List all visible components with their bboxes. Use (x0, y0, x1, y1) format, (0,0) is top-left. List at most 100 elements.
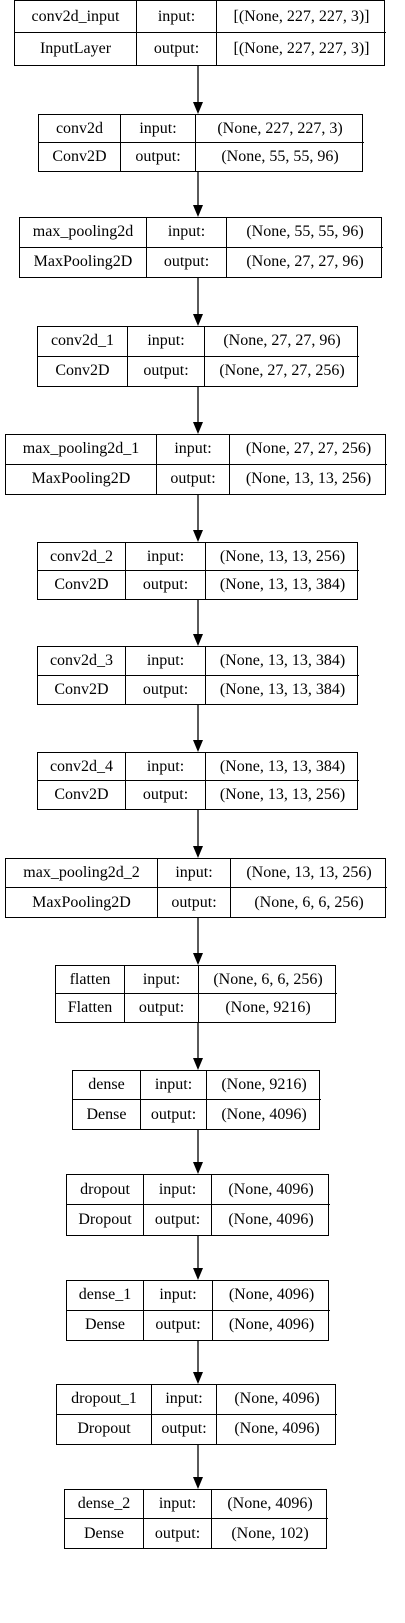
output-label: output: (141, 1100, 207, 1129)
output-shape: (None, 102) (231, 1524, 309, 1542)
arrowhead-5 (193, 634, 203, 646)
arrowhead-11 (193, 1268, 203, 1280)
input-label: input: (144, 1281, 213, 1311)
layer-type: Conv2D (38, 781, 126, 809)
input-shape: (None, 13, 13, 256) (231, 859, 387, 888)
output-label: output: (147, 247, 227, 277)
layer-type: InputLayer (15, 33, 137, 65)
layer-name: conv2d (39, 115, 121, 143)
layer-name: dense_2 (65, 1490, 144, 1519)
output-label: output: (137, 33, 217, 65)
input-label: input: (125, 966, 199, 994)
input-shape: (None, 13, 13, 384) (206, 753, 359, 781)
arrowhead-8 (193, 953, 203, 965)
layer-name: dense (73, 1071, 141, 1100)
layer-type: MaxPooling2D (6, 888, 158, 917)
input-shape: (None, 27, 27, 256) (230, 435, 387, 465)
layer-name: flatten (56, 966, 125, 994)
output-shape: [(None, 227, 227, 3)] (233, 40, 370, 57)
input-label: input: (147, 218, 227, 248)
layer-type: MaxPooling2D (20, 247, 147, 277)
layer-name: max_pooling2d (20, 218, 147, 248)
layer-name: max_pooling2d_1 (6, 435, 157, 465)
input-shape: (None, 13, 13, 384) (206, 647, 359, 676)
output-shape: (None, 27, 27, 96) (246, 253, 364, 271)
output-label: output: (126, 781, 206, 809)
arrowhead-3 (193, 422, 203, 434)
output-label: output: (126, 675, 206, 704)
input-label: input: (121, 115, 196, 143)
input-shape: (None, 55, 55, 96) (227, 218, 383, 248)
layer-type: Dropout (67, 1205, 144, 1235)
layer-type: Conv2D (38, 356, 128, 386)
input-label: input: (141, 1071, 207, 1100)
input-shape: (None, 4096) (212, 1490, 328, 1519)
input-label: input: (126, 543, 206, 571)
arrowhead-0 (193, 102, 203, 114)
layer-type: MaxPooling2D (6, 464, 157, 494)
output-label: output: (128, 356, 205, 386)
layer-name: conv2d_input (15, 1, 137, 33)
output-shape: (None, 13, 13, 256) (219, 786, 346, 803)
layer-name: conv2d_3 (38, 647, 126, 676)
output-label: output: (152, 1414, 217, 1444)
layer-type: Conv2D (38, 571, 126, 599)
arrowhead-13 (193, 1477, 203, 1489)
output-shape: (None, 9216) (225, 999, 311, 1016)
output-label: output: (144, 1519, 212, 1548)
layer-name: max_pooling2d_2 (6, 859, 158, 888)
input-label: input: (144, 1490, 212, 1519)
input-shape: (None, 227, 227, 3) (196, 115, 364, 143)
output-label: output: (121, 143, 196, 171)
layer-name: conv2d_1 (38, 327, 128, 357)
layer-type: Dropout (57, 1414, 152, 1444)
input-label: input: (126, 647, 206, 676)
input-label: input: (126, 753, 206, 781)
layer-name: conv2d_2 (38, 543, 126, 571)
output-shape: (None, 27, 27, 256) (219, 362, 345, 380)
layer-type: Dense (73, 1100, 141, 1129)
input-label: input: (137, 1, 217, 33)
output-shape: (None, 4096) (221, 1105, 307, 1123)
arrowhead-1 (193, 205, 203, 217)
output-label: output: (144, 1310, 213, 1340)
output-label: output: (144, 1205, 212, 1235)
arrowhead-10 (193, 1162, 203, 1174)
layer-type: Flatten (56, 994, 125, 1022)
input-label: input: (144, 1175, 212, 1205)
output-shape: (None, 4096) (228, 1211, 314, 1228)
output-shape: (None, 4096) (234, 1420, 320, 1438)
output-shape: (None, 13, 13, 256) (245, 470, 372, 488)
arrowhead-4 (193, 530, 203, 542)
arrowhead-6 (193, 740, 203, 752)
arrowhead-7 (193, 846, 203, 858)
input-label: input: (157, 435, 230, 465)
input-label: input: (152, 1385, 217, 1415)
layer-name: dropout (67, 1175, 144, 1205)
output-label: output: (125, 994, 199, 1022)
input-shape: (None, 13, 13, 256) (206, 543, 359, 571)
input-label: input: (128, 327, 205, 357)
output-shape: (None, 6, 6, 256) (254, 893, 364, 911)
layer-type: Conv2D (39, 143, 121, 171)
arrowhead-9 (193, 1058, 203, 1070)
input-label: input: (158, 859, 231, 888)
layer-name: dense_1 (67, 1281, 144, 1311)
input-shape: (None, 6, 6, 256) (199, 966, 337, 994)
input-shape: (None, 9216) (207, 1071, 321, 1100)
input-shape: (None, 4096) (213, 1281, 330, 1311)
output-shape: (None, 13, 13, 384) (219, 680, 346, 698)
input-shape: (None, 4096) (217, 1385, 337, 1415)
layer-name: conv2d_4 (38, 753, 126, 781)
